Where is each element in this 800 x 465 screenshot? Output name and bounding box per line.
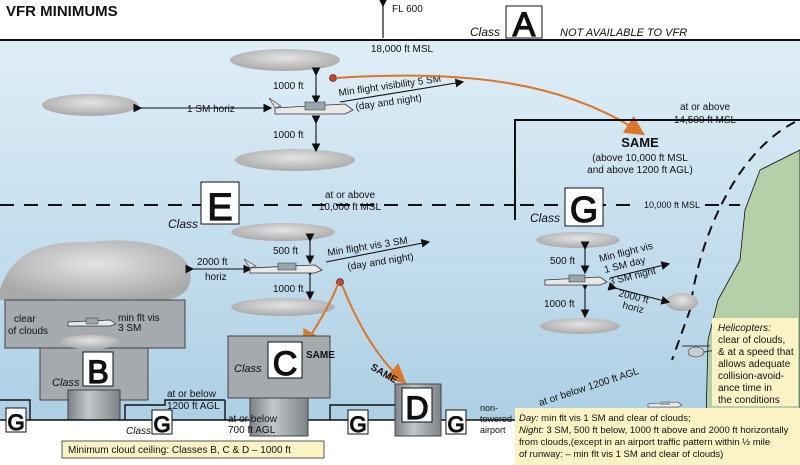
same-big-title: SAME [621,135,659,150]
upper-below-label: 1000 ft [273,130,304,141]
class-c-core [249,397,309,437]
ceiling-note-box [61,440,325,459]
heli-l4: collision-avoid- [718,371,784,382]
class-e-word: Class [168,217,198,231]
heli-l6: the conditions [718,395,780,406]
cloud-upper-left [42,94,138,116]
e-boundary-line2: 10,000 ft MSL [319,202,382,213]
class-b-clear2: of clouds [8,326,48,337]
night-label: Night: [519,425,544,436]
agl-700-line1: at or below [228,414,278,425]
arrow-upper-same [335,74,646,136]
airplane-low-g [647,401,683,408]
ground-g-letter-2: G [153,412,170,437]
day-night-note [515,408,800,465]
class-b-vis2: 3 SM [118,323,141,334]
class-a-letter: A [513,6,536,44]
heli-l3: allows adequate [718,359,791,370]
diagram-title: VFR MINIMUMS [6,3,118,20]
class-b-vis1: min flt vis [118,313,160,324]
upper-above-label: 1000 ft [273,81,304,92]
day-text: min flt vis 1 SM and clear of clouds; [539,413,691,424]
class-g-word: Class [530,211,560,225]
class-a-note: NOT AVAILABLE TO VFR [560,27,687,39]
e-boundary-line1: at or above [325,190,375,201]
airplane-upper [268,97,354,115]
nontowered-line1: non- [480,403,498,413]
nontowered-line2: towered [480,414,512,424]
same-big-line1: (above 10,000 ft MSL [592,153,688,164]
fl600-label: FL 600 [392,4,423,15]
ground-g-letter-3: G [349,412,366,437]
heli-l2: & at a speed that [718,347,794,358]
lower-above-label: 500 ft [273,246,298,257]
cloud-upper-top [230,49,340,71]
helicopters-note [712,318,798,406]
cloud-g-right [666,293,698,311]
lower-below-label: 1000 ft [273,284,304,295]
g-upper-line1: at or above [680,102,730,113]
class-b-letter: B [87,354,108,390]
ground-g-letter-1: G [7,410,24,435]
airplane-class-g [544,274,608,286]
class-g-boundary [514,119,800,220]
cloud-g-bottom [540,318,620,334]
airplane-class-b [67,317,117,327]
agl-1200-line1: at or below [167,389,217,400]
msl-18000-label: 18,000 ft MSL [371,44,434,55]
class-c-letter: C [273,345,298,383]
same-big-line2: and above 1200 ft AGL) [587,165,693,176]
heli-l5: ance time in [718,383,772,394]
ceiling-note: Minimum cloud ceiling: Classes B, C & D … [68,445,291,456]
night-text: 3 SM, 500 ft below, 1000 ft above and 20… [544,425,789,436]
day-label: Day: [519,413,539,424]
ground-g-letter-4: G [447,412,464,437]
class-a-word: Class [470,25,500,39]
class-e-letter: E [207,187,232,229]
airplane-lower [243,258,323,274]
class-b-clear1: clear [14,314,36,325]
g-upper-line2: 14,500 ft MSL [674,115,737,126]
agl-1200-line2: 1200 ft AGL [167,401,220,412]
heli-l1: clear of clouds, [718,335,785,346]
class-c-word: Class [234,363,262,375]
cloud-g-top [536,232,620,248]
class-g-letter: G [570,189,598,230]
cloud-class-b-big [0,240,191,300]
g-box-below: 1000 ft [544,299,575,310]
upper-horiz-label: 1 SM horiz [187,104,235,115]
cloud-lower-top [231,223,335,241]
heli-title: Helicopters: [718,323,771,334]
g-box-h2: horiz [621,300,645,316]
day-line: Day: min flt vis 1 SM and clear of cloud… [519,413,691,424]
ground-g-class-word: Class [126,426,151,437]
lower-horiz2: horiz [205,272,227,283]
cloud-upper-bottom [235,149,355,171]
class-c-same: SAME [306,350,335,361]
day-night-l3: from clouds,(except in an airport traffi… [519,437,770,448]
lower-horiz1: 2000 ft [197,257,228,268]
g-msl-10000-label: 10,000 ft MSL [644,200,700,210]
day-night-l4: of runway: – min flt vis 1 SM and clear … [519,449,723,460]
cloud-lower-bottom [231,298,335,316]
night-line: Night: 3 SM, 500 ft below, 1000 ft above… [519,425,789,436]
agl-1200-dashed-slope [671,121,796,361]
arrow-to-class-d [341,284,407,385]
nontowered-line3: airport [480,425,506,435]
class-d-letter: D [405,390,428,426]
g-box-above: 500 ft [550,256,575,267]
agl-700-line2: 700 ft AGL [228,425,276,436]
class-b-word: Class [52,377,80,389]
